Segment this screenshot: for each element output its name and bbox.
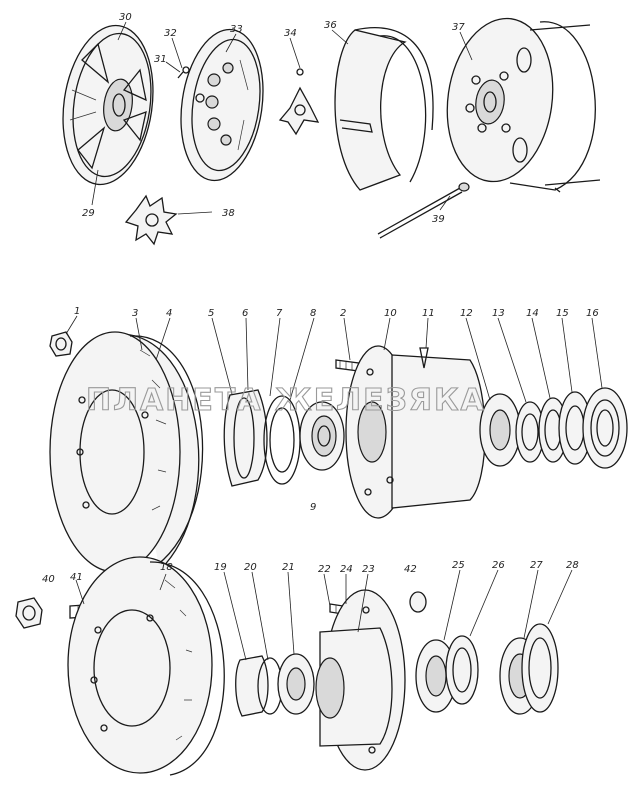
label-19: 19 xyxy=(214,562,227,573)
label-22: 22 xyxy=(318,564,331,575)
label-40: 40 xyxy=(42,574,55,585)
label-6: 6 xyxy=(242,308,248,319)
label-10: 10 xyxy=(384,308,397,319)
label-38: 38 xyxy=(222,208,235,219)
label-7: 7 xyxy=(276,308,283,319)
label-4: 4 xyxy=(166,308,172,319)
hub-cap-7 xyxy=(223,389,268,487)
label-37: 37 xyxy=(452,22,465,33)
label-24: 24 xyxy=(340,564,353,575)
label-11: 11 xyxy=(422,308,435,319)
label-2: 2 xyxy=(340,308,346,319)
label-14: 14 xyxy=(526,308,539,319)
label-23: 23 xyxy=(362,564,375,575)
wheel-37 xyxy=(446,17,601,193)
bearing-12 xyxy=(479,393,521,467)
label-1: 1 xyxy=(74,306,80,317)
star-washer-38 xyxy=(124,194,178,246)
wheel-hub-10 xyxy=(345,345,486,519)
label-39: 39 xyxy=(432,214,445,225)
leader-lines xyxy=(65,21,603,661)
label-32: 32 xyxy=(164,28,177,39)
label-15: 15 xyxy=(556,308,569,319)
watermark-text: ПЛАНЕТА ЖЕЛЕЗЯКА xyxy=(86,383,486,418)
bearing-21 xyxy=(277,653,315,715)
label-5: 5 xyxy=(208,308,214,319)
label-8: 8 xyxy=(310,308,316,319)
label-41: 41 xyxy=(70,572,83,583)
rod-39 xyxy=(377,182,470,239)
label-36: 36 xyxy=(324,20,337,31)
label-27: 27 xyxy=(530,560,543,571)
part-labels: 30 32 31 33 34 36 37 29 38 39 1 3 4 5 6 … xyxy=(42,12,599,585)
seal-16 xyxy=(582,387,628,469)
label-33: 33 xyxy=(230,24,243,35)
bearing-9 xyxy=(299,401,345,471)
wheel-hub-23 xyxy=(315,589,406,771)
label-31: 31 xyxy=(154,54,167,65)
seal-28 xyxy=(521,623,559,713)
label-30: 30 xyxy=(119,12,132,23)
spacer-42 xyxy=(409,591,427,613)
bolt-11 xyxy=(419,347,429,369)
ring-26 xyxy=(445,635,479,705)
brake-drum-3 xyxy=(49,331,204,573)
rim-ring-36 xyxy=(334,27,434,191)
label-29: 29 xyxy=(82,208,95,219)
wheel-disc-29 xyxy=(62,24,154,186)
spider-34 xyxy=(278,68,320,136)
nut-40 xyxy=(15,597,43,629)
label-3: 3 xyxy=(132,308,138,319)
seal-15 xyxy=(558,391,592,465)
brake-plate-33 xyxy=(177,28,264,182)
label-21: 21 xyxy=(282,562,295,573)
nut-1 xyxy=(49,331,73,357)
cap-19 xyxy=(235,655,269,717)
label-34: 34 xyxy=(284,28,297,39)
label-18: 18 xyxy=(160,562,173,573)
label-20: 20 xyxy=(244,562,257,573)
label-25: 25 xyxy=(452,560,465,571)
label-13: 13 xyxy=(492,308,505,319)
label-28: 28 xyxy=(566,560,579,571)
label-9: 9 xyxy=(310,502,316,513)
brake-drum-18 xyxy=(67,556,225,776)
label-42: 42 xyxy=(404,564,417,575)
label-16: 16 xyxy=(586,308,599,319)
label-12: 12 xyxy=(460,308,473,319)
label-26: 26 xyxy=(492,560,505,571)
